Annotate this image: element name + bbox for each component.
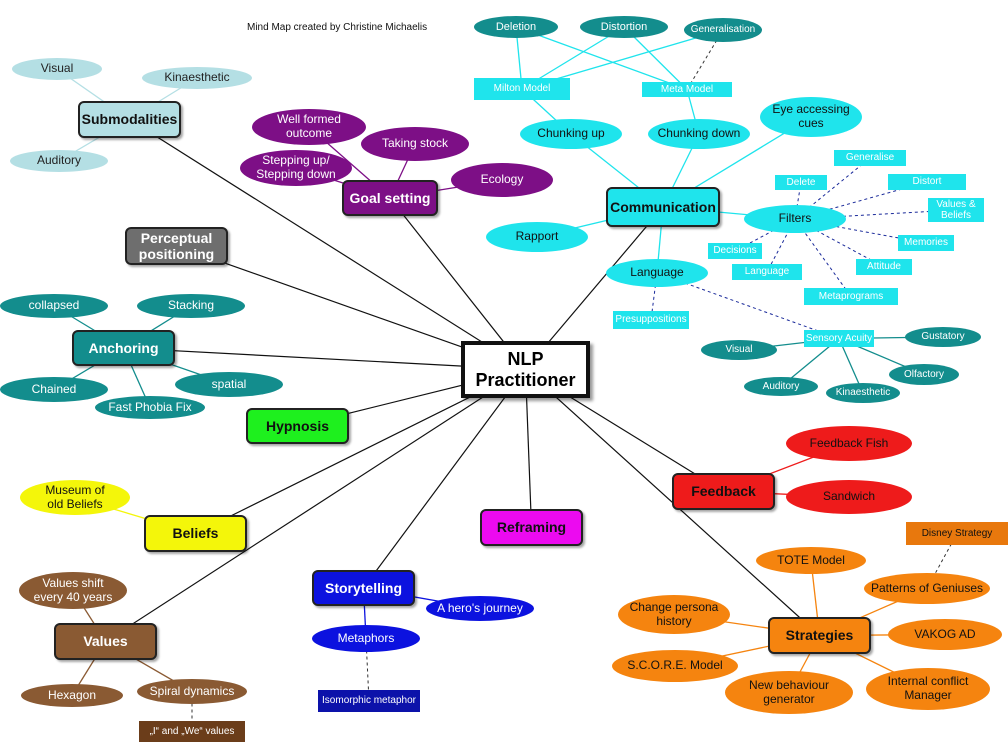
- communication-node[interactable]: Communication: [606, 187, 720, 227]
- connector-center-goal_setting: [389, 197, 526, 370]
- museum-of-old-beliefs-node[interactable]: Museum of old Beliefs: [20, 480, 130, 515]
- filters-node[interactable]: Filters: [744, 205, 846, 233]
- feedback-node[interactable]: Feedback: [672, 473, 775, 510]
- connector-center-storytelling: [363, 369, 526, 589]
- reframing-node[interactable]: Reframing: [480, 509, 583, 546]
- internal-conflict-manager-node[interactable]: Internal conflict Manager: [866, 668, 990, 710]
- hexagon-node[interactable]: Hexagon: [21, 684, 123, 707]
- center-node[interactable]: NLP Practitioner: [461, 341, 590, 398]
- i-and-we-values-node[interactable]: „I“ and „We“ values: [139, 721, 245, 742]
- disney-strategy-node[interactable]: Disney Strategy: [906, 522, 1008, 545]
- ecology-node[interactable]: Ecology: [451, 163, 553, 197]
- filter-metaprograms-node[interactable]: Metaprograms: [804, 288, 898, 305]
- storytelling-node[interactable]: Storytelling: [312, 570, 415, 606]
- chunking-down-node[interactable]: Chunking down: [648, 119, 750, 149]
- eye-accessing-cues-node[interactable]: Eye accessing cues: [760, 97, 862, 137]
- dashed-connector-metaphors-isomorphic: [365, 638, 370, 702]
- spatial-node[interactable]: spatial: [175, 372, 283, 397]
- connector-center-submodalities: [129, 118, 526, 371]
- well-formed-outcome-node[interactable]: Well formed outcome: [252, 109, 366, 145]
- hypnosis-node[interactable]: Hypnosis: [246, 408, 349, 444]
- stepping-up-down-node[interactable]: Stepping up/ Stepping down: [240, 150, 352, 186]
- sensory-gustatory-node[interactable]: Gustatory: [905, 327, 981, 347]
- taking-stock-node[interactable]: Taking stock: [361, 127, 469, 161]
- values-shift-node[interactable]: Values shift every 40 years: [19, 572, 127, 609]
- filter-distort-node[interactable]: Distort: [888, 174, 966, 190]
- filter-attitude-node[interactable]: Attitude: [856, 259, 912, 275]
- chunking-up-node[interactable]: Chunking up: [520, 119, 622, 149]
- filter-generalise-node[interactable]: Generalise: [834, 150, 906, 166]
- submodalities-node[interactable]: Submodalities: [78, 101, 181, 138]
- filter-language-node[interactable]: Language: [732, 264, 802, 280]
- isomorphic-metaphor-node[interactable]: Isomorphic metaphor: [318, 690, 420, 712]
- sensory-auditory-node[interactable]: Auditory: [744, 377, 818, 396]
- heros-journey-node[interactable]: A hero's journey: [426, 596, 534, 621]
- spiral-dynamics-node[interactable]: Spiral dynamics: [137, 679, 247, 704]
- sensory-visual-node[interactable]: Visual: [701, 340, 777, 360]
- chained-node[interactable]: Chained: [0, 377, 108, 402]
- kinaesthetic-node[interactable]: Kinaesthetic: [142, 67, 252, 89]
- connector-center-values: [105, 368, 526, 643]
- connector-deletion-meta_model: [515, 26, 688, 91]
- sensory-olfactory-node[interactable]: Olfactory: [889, 364, 959, 385]
- connector-center-anchoring: [123, 347, 526, 371]
- auditory-node[interactable]: Auditory: [10, 150, 108, 172]
- sensory-acuity-node[interactable]: Sensory Acuity: [804, 330, 874, 347]
- perceptual-positioning-node[interactable]: Perceptual positioning: [125, 227, 228, 265]
- credit-text: Mind Map created by Christine Michaelis: [247, 22, 428, 33]
- distortion-node[interactable]: Distortion: [580, 16, 668, 38]
- filter-delete-node[interactable]: Delete: [775, 175, 827, 190]
- change-persona-history-node[interactable]: Change persona history: [618, 595, 730, 634]
- strategies-node[interactable]: Strategies: [768, 617, 871, 654]
- dashed-connector-filters-f_language: [766, 218, 796, 273]
- generalisation-node[interactable]: Generalisation: [684, 18, 762, 42]
- dashed-connector-filters-f_generalise: [794, 157, 871, 220]
- filter-decisions-node[interactable]: Decisions: [708, 243, 762, 259]
- score-model-node[interactable]: S.C.O.R.E. Model: [612, 650, 738, 682]
- fast-phobia-fix-node[interactable]: Fast Phobia Fix: [95, 396, 205, 419]
- filter-memories-node[interactable]: Memories: [898, 235, 954, 251]
- rapport-node[interactable]: Rapport: [486, 222, 588, 252]
- language-node[interactable]: Language: [606, 259, 708, 287]
- collapsed-node[interactable]: collapsed: [0, 294, 108, 318]
- patterns-of-geniuses-node[interactable]: Patterns of Geniuses: [864, 573, 990, 604]
- milton-model-node[interactable]: Milton Model: [474, 78, 570, 100]
- beliefs-node[interactable]: Beliefs: [144, 515, 247, 552]
- dashed-connector-geniuses-disney: [926, 533, 958, 589]
- goal-setting-node[interactable]: Goal setting: [342, 180, 438, 216]
- sensory-kinaesthetic-node[interactable]: Kinaesthetic: [826, 383, 900, 403]
- deletion-node[interactable]: Deletion: [474, 16, 558, 38]
- feedback-fish-node[interactable]: Feedback Fish: [786, 426, 912, 461]
- values-node[interactable]: Values: [54, 623, 157, 660]
- metaphors-node[interactable]: Metaphors: [312, 625, 420, 652]
- sandwich-node[interactable]: Sandwich: [786, 480, 912, 514]
- filter-values-beliefs-node[interactable]: Values & Beliefs: [928, 198, 984, 222]
- tote-model-node[interactable]: TOTE Model: [756, 547, 866, 574]
- vakog-ad-node[interactable]: VAKOG AD: [888, 619, 1002, 650]
- meta-model-node[interactable]: Meta Model: [642, 82, 732, 97]
- stacking-node[interactable]: Stacking: [137, 294, 245, 318]
- visual-node[interactable]: Visual: [12, 58, 102, 80]
- dashed-connector-filters-f_metaprograms: [794, 218, 852, 297]
- new-behaviour-generator-node[interactable]: New behaviour generator: [725, 671, 853, 714]
- anchoring-node[interactable]: Anchoring: [72, 330, 175, 366]
- presuppositions-node[interactable]: Presuppositions: [613, 311, 689, 329]
